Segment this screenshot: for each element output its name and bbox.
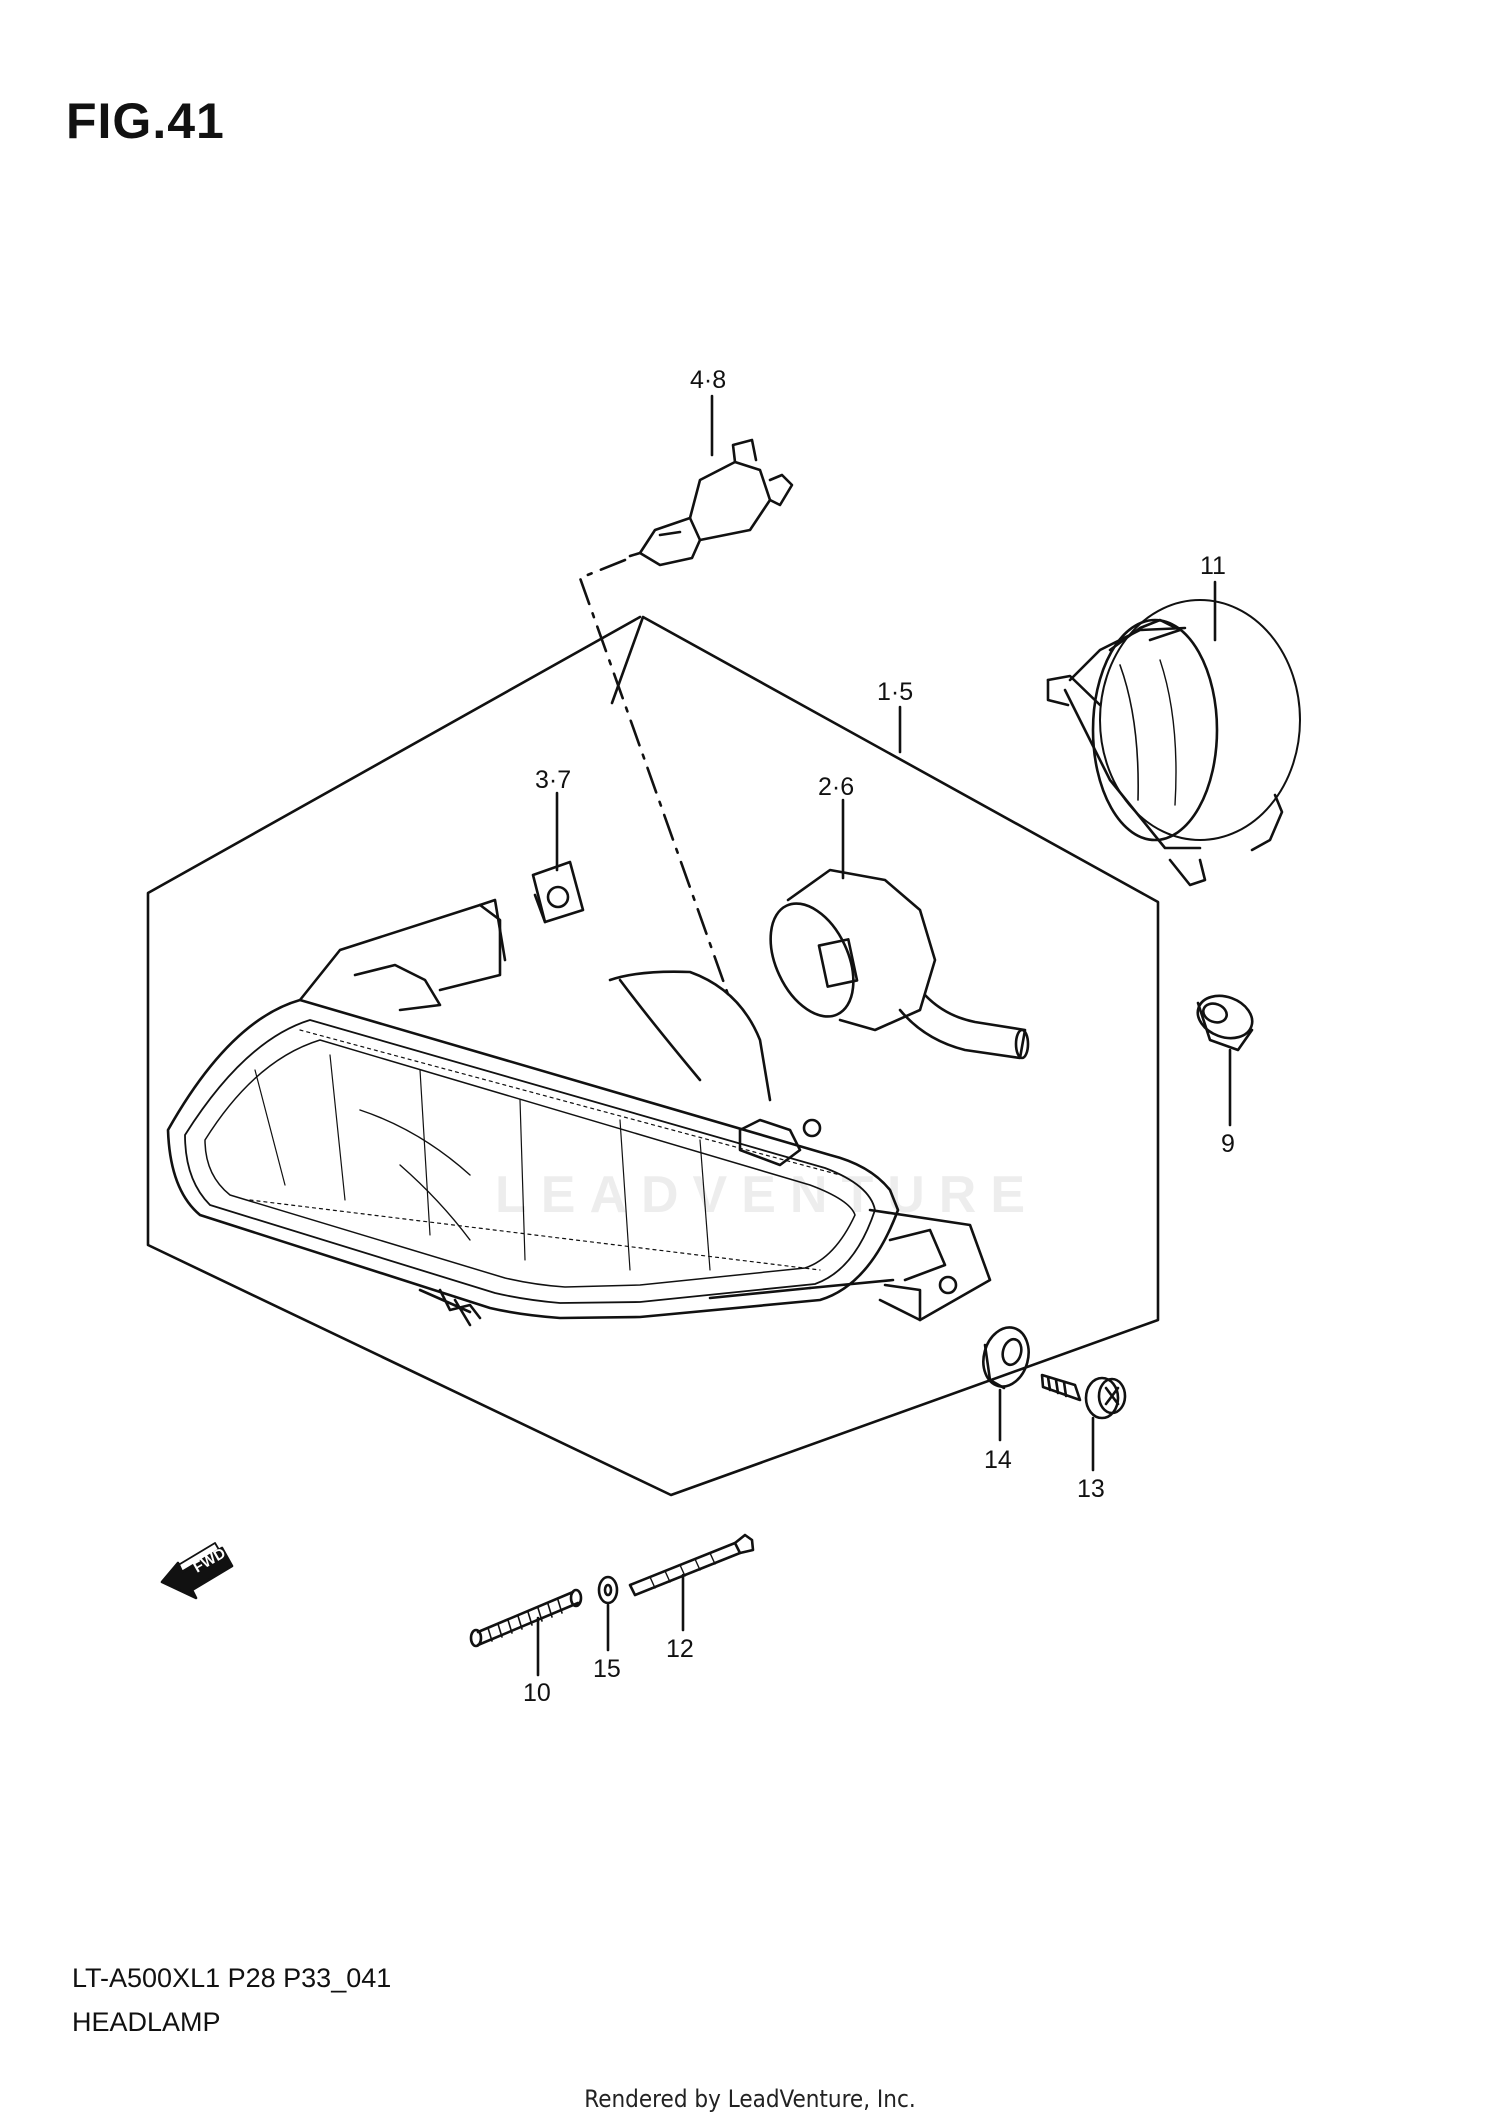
callout-11: 11 [1200, 552, 1226, 580]
callout-12: 12 [666, 1635, 694, 1663]
part-washer-15 [597, 1575, 619, 1605]
leader-bulb-to-lamp [578, 558, 732, 1002]
callout-1-5: 1·5 [877, 678, 913, 706]
part-bulb-cover [1046, 599, 1301, 887]
callout-2-6: 2·6 [818, 773, 854, 801]
watermark-text: LEADVENTURE [495, 1166, 1040, 1224]
part-spring-10 [469, 1588, 583, 1648]
callout-14: 14 [984, 1446, 1012, 1474]
figure-title: FIG.41 [66, 93, 225, 149]
render-credit: Rendered by LeadVenture, Inc. [584, 2085, 916, 2113]
callout-10: 10 [523, 1679, 551, 1707]
part-socket [769, 868, 1030, 1060]
part-headlamp-housing [166, 898, 992, 1327]
part-adjust-screw-12 [628, 1533, 755, 1597]
assembly-boundary [146, 615, 1160, 1497]
model-code: LT-A500XL1 P28 P33_041 [72, 1963, 392, 1993]
part-clip-nut [531, 860, 585, 924]
part-grommet-9 [1196, 994, 1254, 1052]
callout-13: 13 [1077, 1475, 1105, 1503]
callout-4-8: 4·8 [690, 366, 726, 394]
part-screw-13 [1040, 1373, 1127, 1420]
assembly-name: HEADLAMP [72, 2007, 221, 2037]
part-bulb [628, 438, 794, 567]
fwd-arrow-icon [160, 1542, 234, 1600]
callout-15: 15 [593, 1655, 621, 1683]
callout-3-7: 3·7 [535, 766, 571, 794]
part-grommet-14 [982, 1326, 1030, 1390]
callout-9: 9 [1221, 1130, 1235, 1158]
